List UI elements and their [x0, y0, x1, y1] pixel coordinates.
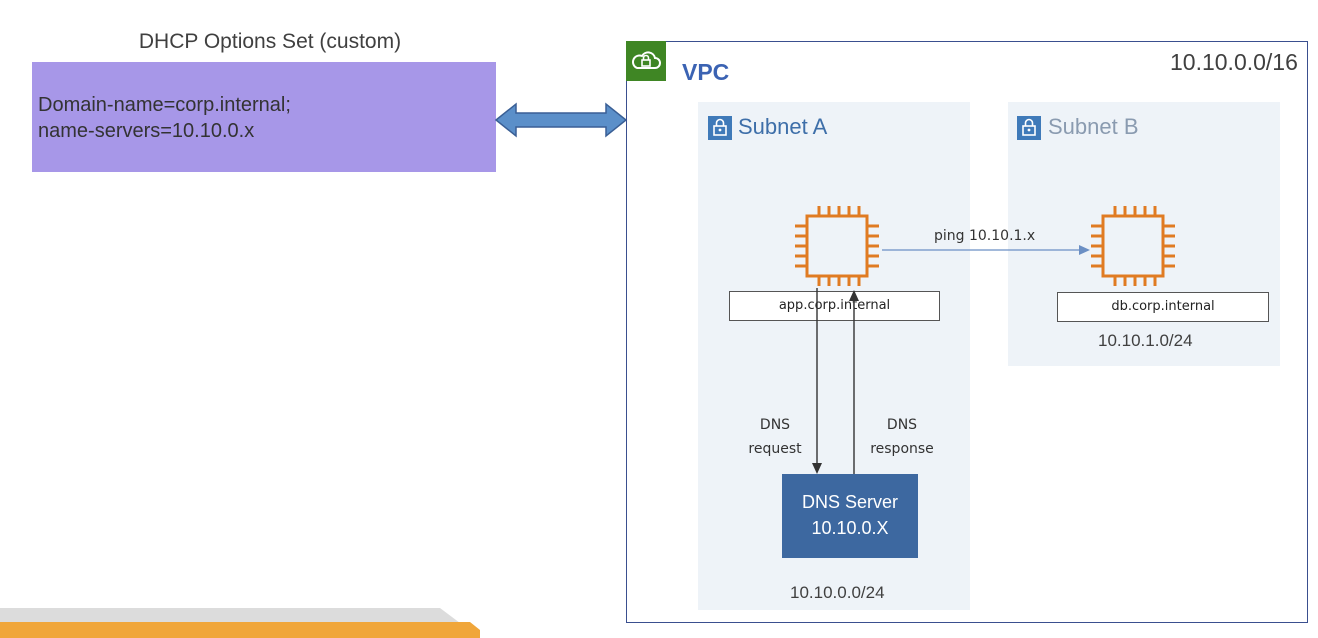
- app-host-label: app.corp.internal: [729, 291, 940, 321]
- dns-request-label-line1: DNS: [759, 417, 791, 433]
- subnet-b-cidr: 10.10.1.0/24: [1098, 331, 1193, 350]
- dhcp-options-title: DHCP Options Set (custom): [138, 30, 402, 53]
- dhcp-options-box: Domain-name=corp.internal; name-servers=…: [32, 62, 496, 172]
- dns-response-label-line1: DNS: [886, 417, 918, 433]
- padlock-icon: [708, 116, 732, 140]
- cloud-lock-icon: [626, 41, 666, 81]
- db-host-label: db.corp.internal: [1057, 292, 1269, 322]
- dns-server-ip: 10.10.0.X: [811, 518, 889, 538]
- dhcp-vpc-double-arrow: [494, 102, 628, 138]
- vpc-container: [626, 41, 1308, 623]
- dns-server-box: DNS Server 10.10.0.X: [782, 474, 918, 558]
- ec2-chip-icon: [795, 206, 879, 286]
- ping-arrow: [882, 245, 1090, 255]
- padlock-icon: [1017, 116, 1041, 140]
- slide-footer-decoration: [0, 608, 480, 638]
- dhcp-domain-name: Domain-name=corp.internal;: [38, 94, 291, 116]
- vpc-cidr: 10.10.0.0/16: [1170, 49, 1298, 75]
- subnet-b-container: [1008, 102, 1280, 366]
- dns-request-label-line2: request: [748, 441, 802, 457]
- vpc-label: VPC: [682, 59, 730, 85]
- ec2-chip-icon: [1091, 206, 1175, 286]
- dns-arrows: [812, 288, 859, 474]
- subnet-a-label: Subnet A: [738, 114, 828, 139]
- dns-response-label-line2: response: [870, 441, 934, 457]
- subnet-a-cidr: 10.10.0.0/24: [790, 583, 885, 602]
- ping-label: ping 10.10.1.x: [934, 228, 1036, 244]
- dns-server-name: DNS Server: [801, 492, 899, 512]
- subnet-b-label: Subnet B: [1048, 114, 1139, 139]
- dhcp-name-servers: name-servers=10.10.0.x: [38, 120, 255, 142]
